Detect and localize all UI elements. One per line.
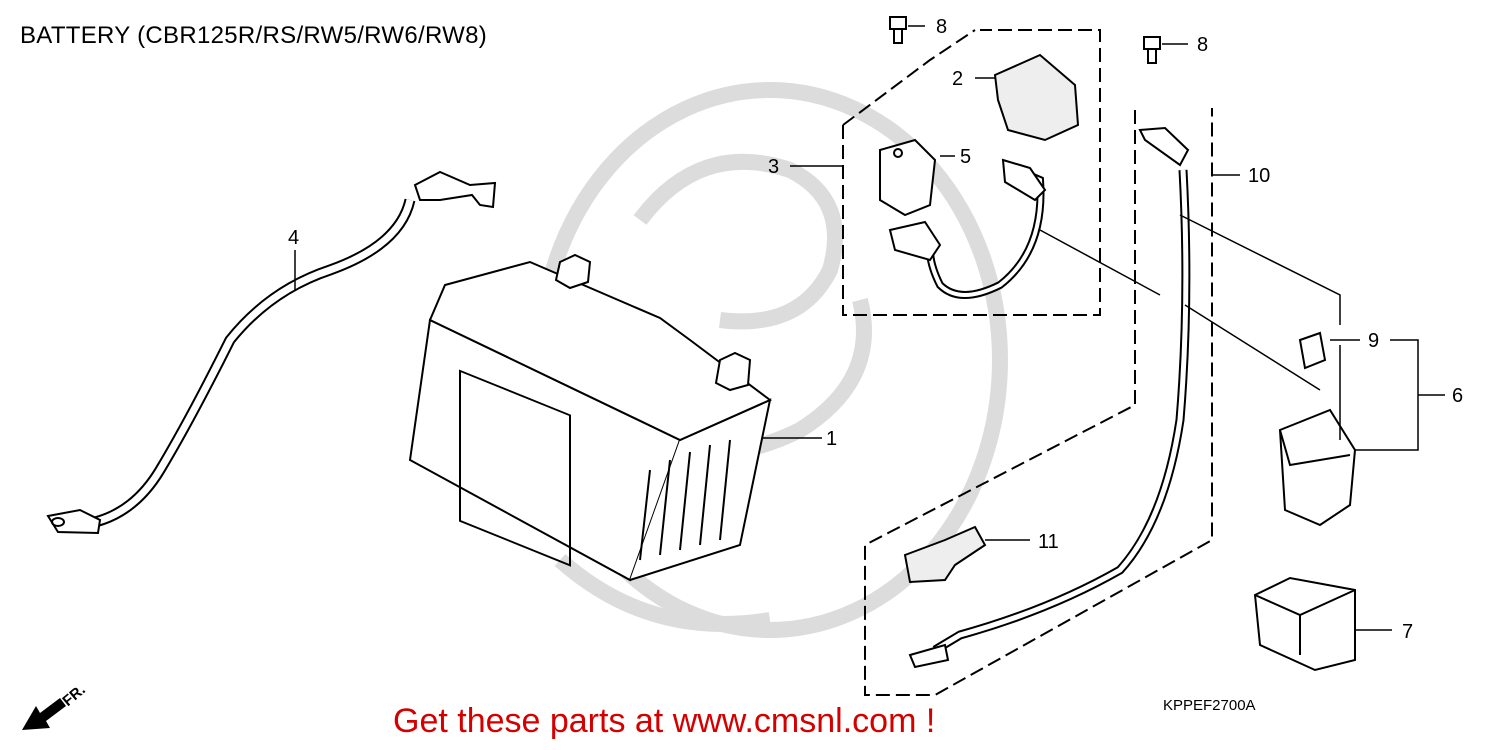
negative-cable-part-4[interactable]	[46, 170, 497, 535]
page-title: BATTERY (CBR125R/RS/RW5/RW6/RW8)	[20, 22, 488, 49]
front-direction-arrow-icon	[22, 698, 66, 730]
callout-6: 6	[1452, 385, 1463, 407]
terminal-boot-part-11[interactable]	[903, 525, 987, 584]
fuse-part-9[interactable]	[1298, 331, 1327, 370]
footer-link-text[interactable]: Get these parts at www.cmsnl.com !	[393, 702, 936, 740]
leader-lines	[294, 25, 1445, 631]
relay-cover-part-7[interactable]	[1253, 576, 1356, 672]
terminal-cover-part-5[interactable]	[879, 138, 937, 217]
callout-8-right: 8	[1197, 34, 1208, 56]
diagram-code: KPPEF2700A	[1163, 697, 1256, 714]
callout-11: 11	[1038, 531, 1059, 553]
bolt-part-8-right[interactable]	[1143, 36, 1161, 64]
callout-1: 1	[826, 428, 837, 450]
bolt-part-8-left[interactable]	[889, 16, 907, 44]
battery-part-1[interactable]	[408, 253, 772, 582]
callout-2: 2	[952, 68, 963, 90]
callout-4: 4	[288, 227, 299, 249]
starter-relay-part-6[interactable]	[1278, 408, 1357, 527]
positive-cable-assembly-part-3[interactable]	[842, 29, 1101, 316]
callout-8-left: 8	[936, 16, 947, 38]
starter-cable-part-10[interactable]	[864, 108, 1213, 696]
callout-5: 5	[960, 146, 971, 168]
callout-10: 10	[1248, 165, 1270, 187]
terminal-cover-part-2[interactable]	[993, 53, 1080, 142]
callout-3: 3	[768, 156, 779, 178]
callout-7: 7	[1402, 621, 1413, 643]
callout-9: 9	[1368, 330, 1379, 352]
